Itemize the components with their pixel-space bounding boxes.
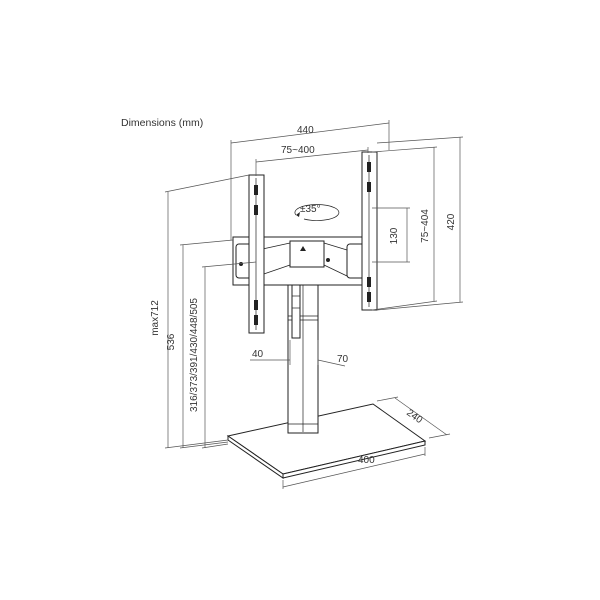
- base-plate: [226, 403, 427, 479]
- height-536-label: 536: [166, 333, 177, 350]
- hole-height-label: 75~404: [420, 209, 431, 243]
- max-height-label: max712: [150, 300, 161, 336]
- base-width-label: 400: [358, 455, 375, 466]
- base-depth-label: 240: [404, 407, 424, 426]
- dimensions-title: Dimensions (mm): [121, 117, 203, 129]
- support-column: [287, 267, 319, 434]
- dim-top-width: 440: [230, 120, 390, 240]
- plate-height-label: 420: [446, 213, 457, 230]
- dim-hole-height-small: 130: [372, 207, 410, 263]
- dim-height-536: 536: [166, 239, 234, 449]
- dim-max-height: max712: [150, 174, 250, 449]
- height-options-label: 316/373/391/430/448/505: [189, 298, 200, 412]
- column-70-label: 70: [337, 354, 349, 365]
- dim-plate-height: 420: [376, 136, 464, 311]
- left-vertical-arm: [248, 174, 265, 334]
- rotation-label: ±35°: [300, 204, 321, 215]
- dim-height-options: 316/373/391/430/448/505: [189, 261, 257, 449]
- dim-column-size: 40 70: [250, 340, 349, 367]
- dim-hole-height: 75~404: [371, 146, 438, 311]
- rotation-indicator: ±35°: [294, 204, 340, 221]
- top-width-label: 440: [297, 125, 314, 136]
- hole-height-small-label: 130: [389, 227, 400, 244]
- column-40-label: 40: [252, 349, 264, 360]
- dim-hole-width: 75~400: [255, 145, 369, 176]
- dim-base-width: 400: [282, 447, 426, 489]
- hole-width-label: 75~400: [281, 145, 315, 156]
- right-vertical-arm: [361, 151, 378, 311]
